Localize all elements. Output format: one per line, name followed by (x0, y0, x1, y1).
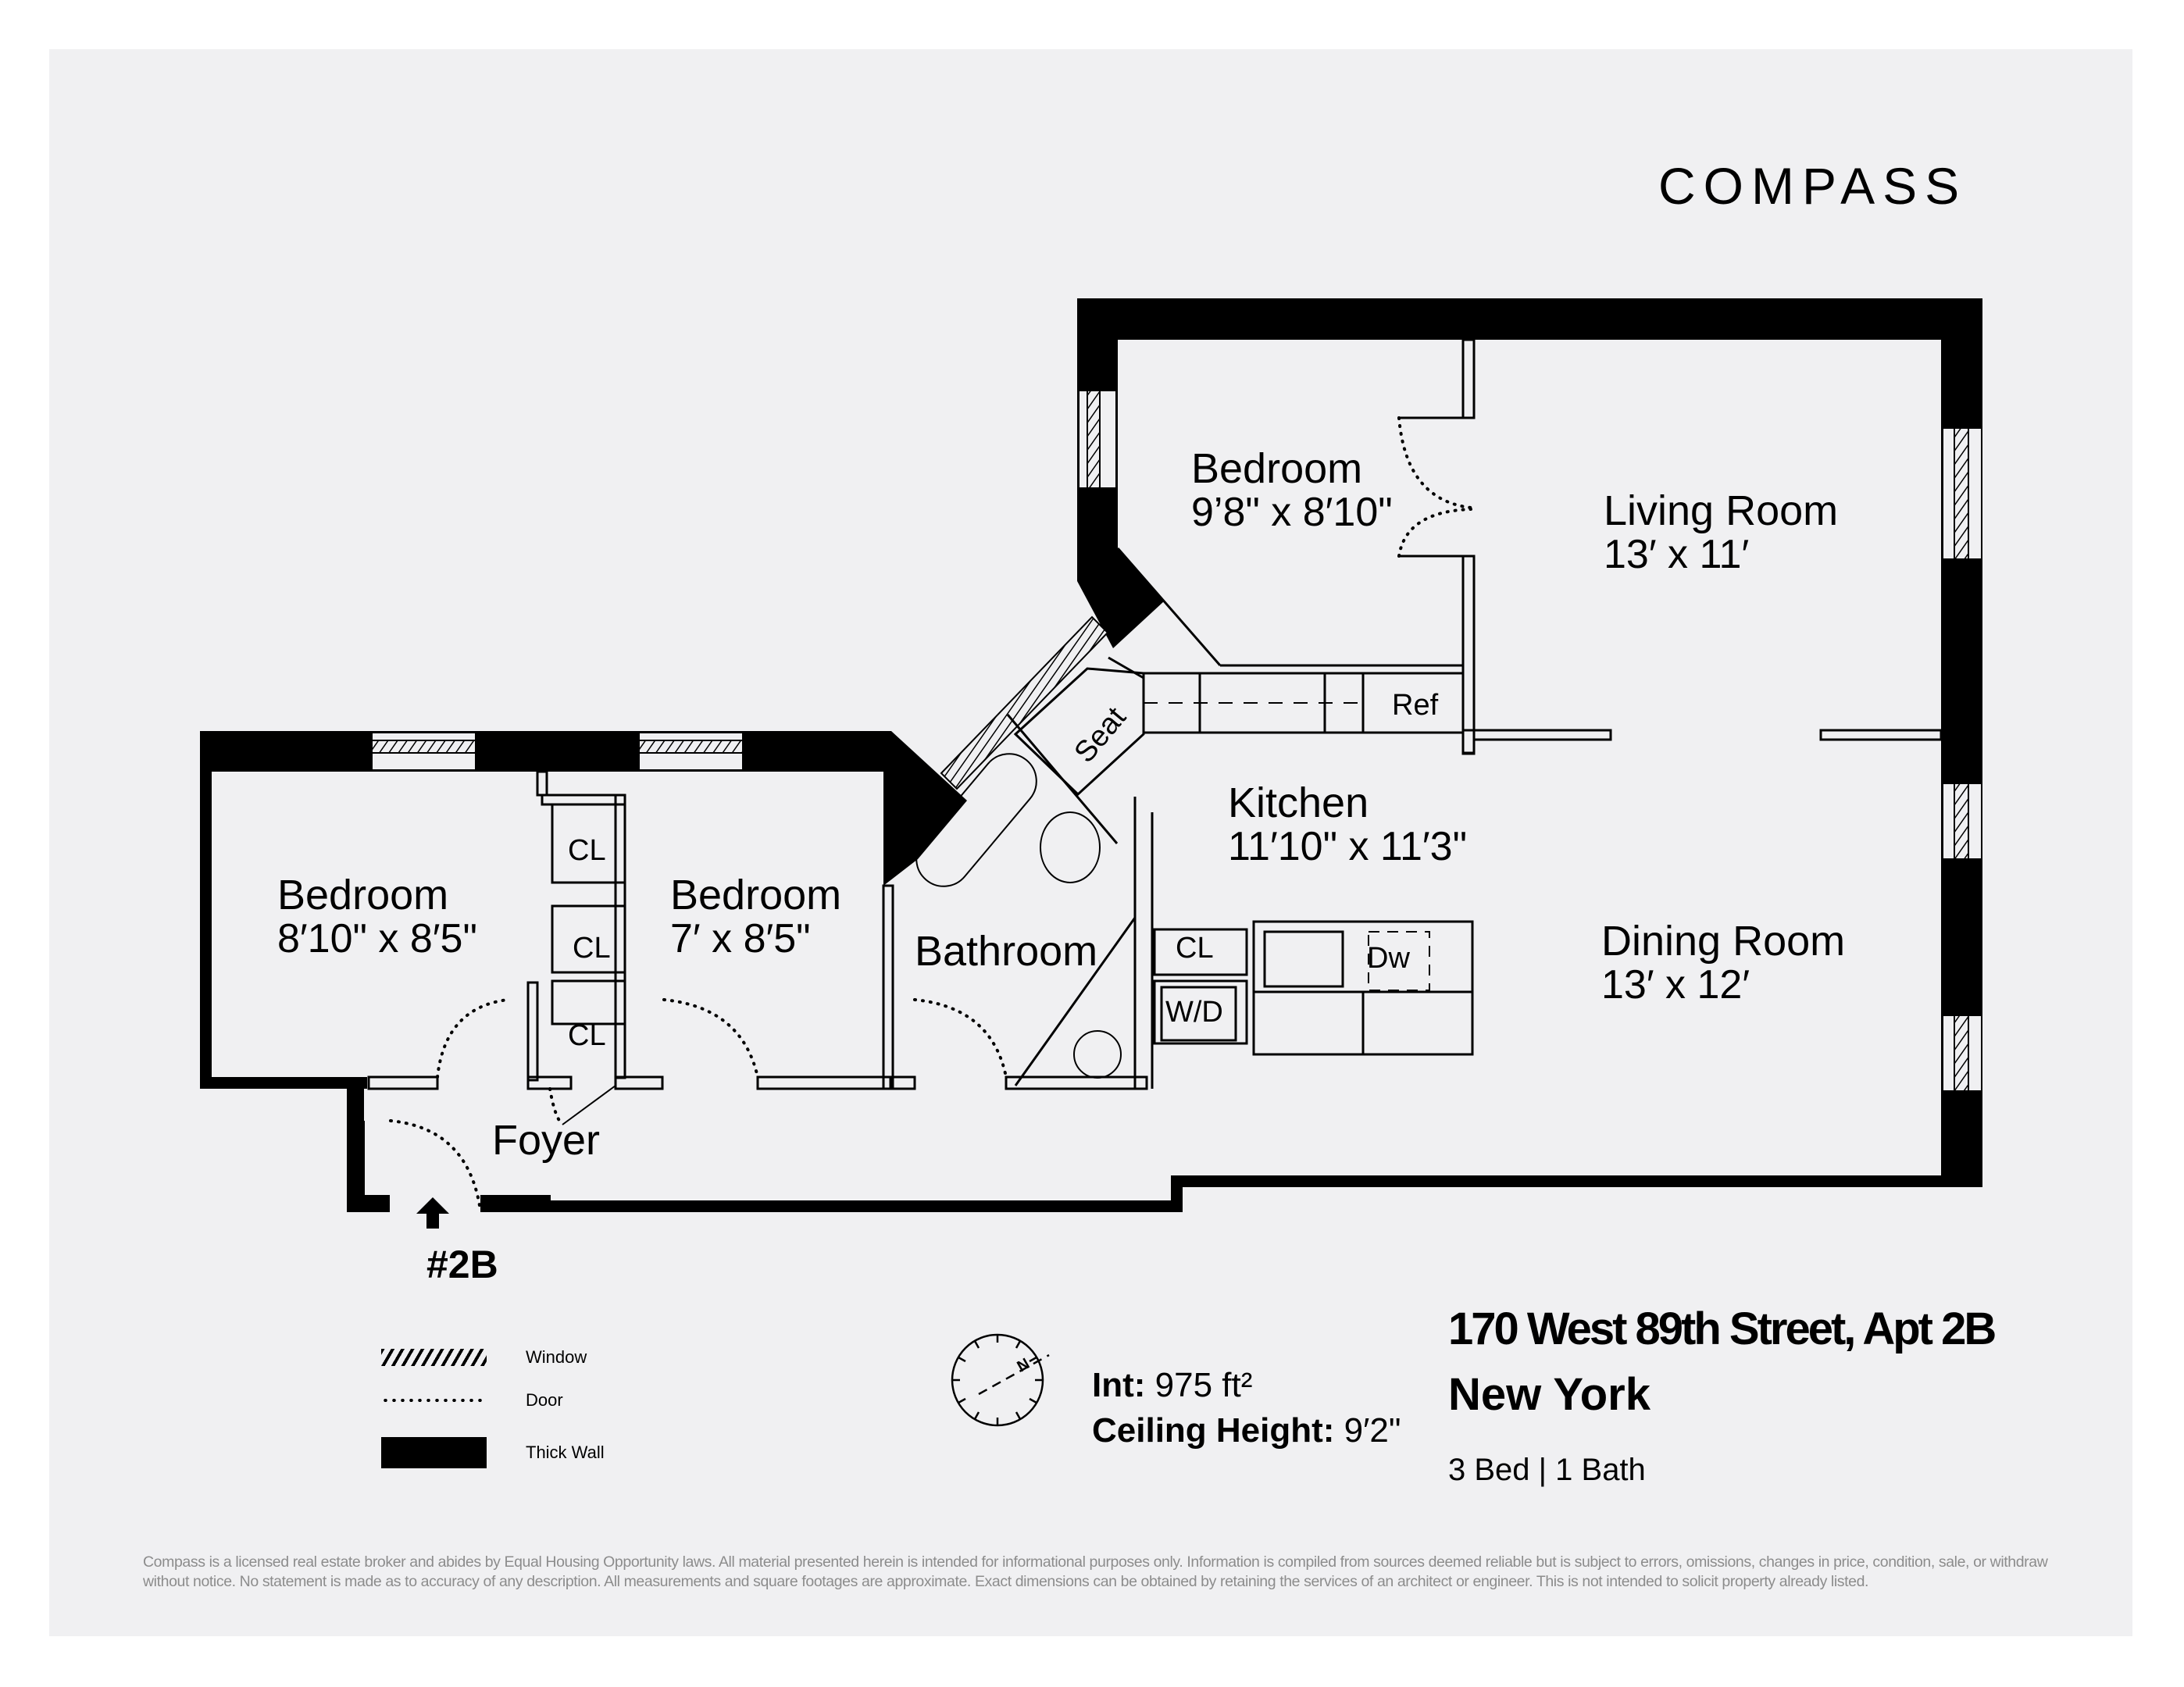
room-dimensions: 8′10" x 8′5" (277, 915, 477, 961)
compass-logo: COMPASS (1658, 157, 1968, 215)
unit-stats: Int: 975 ft² Ceiling Height: 9′2" (1092, 1363, 1401, 1453)
unit-entry-label: #2B (426, 1243, 498, 1286)
room-living-room: Living Room 13′ x 11′ (1604, 489, 1838, 576)
room-name: Bedroom (670, 872, 842, 918)
room-name: Living Room (1604, 487, 1839, 534)
ceiling-height-label: Ceiling Height: (1092, 1411, 1335, 1450)
door-swings (389, 416, 1472, 1212)
closet-label: CL (568, 834, 606, 867)
room-dimensions: 7′ x 8′5" (670, 915, 811, 961)
room-name: Kitchen (1228, 779, 1369, 826)
interior-area-label: Int: (1092, 1366, 1146, 1404)
svg-text:N: N (1015, 1355, 1033, 1375)
legend-door: Door (381, 1390, 563, 1411)
room-name: Bedroom (1191, 445, 1363, 492)
room-name: Dining Room (1601, 918, 1846, 965)
room-bedroom-left: Bedroom 8′10" x 8′5" (277, 873, 477, 960)
room-dimensions: 11′10" x 11′3" (1228, 823, 1468, 869)
interior-area-value: 975 ft² (1154, 1366, 1253, 1404)
legend-thick-wall: Thick Wall (381, 1437, 605, 1468)
room-bedroom-middle: Bedroom 7′ x 8′5" (670, 873, 841, 960)
room-dimensions: 13′ x 12′ (1601, 961, 1750, 1008)
room-name: Foyer (492, 1117, 601, 1164)
entry-arrow-icon (416, 1197, 449, 1229)
room-dimensions: 9’8" x 8′10" (1191, 489, 1393, 535)
closet-label: CL (1176, 932, 1214, 965)
door-leaves (363, 1085, 616, 1195)
room-name: Bedroom (277, 872, 449, 918)
legal-disclaimer: Compass is a licensed real estate broker… (143, 1553, 2048, 1590)
legend-label: Door (526, 1390, 563, 1410)
dishwasher-label: Dw (1367, 942, 1410, 975)
washer-dryer-label: W/D (1165, 996, 1223, 1029)
ceiling-height-value: 9′2" (1344, 1411, 1401, 1450)
room-dimensions: 13′ x 11′ (1604, 531, 1750, 577)
windows (371, 390, 1982, 1092)
north-compass-icon: N (951, 1333, 1050, 1427)
room-bedroom-upper: Bedroom 9’8" x 8′10" (1191, 447, 1393, 533)
room-name: Bathroom (915, 928, 1098, 975)
beds-baths: 3 Bed | 1 Bath (1448, 1453, 1646, 1487)
partitions (367, 338, 1943, 1090)
legend-window: Window (381, 1347, 587, 1368)
room-foyer: Foyer (492, 1118, 600, 1163)
thick-wall-swatch-icon (381, 1437, 487, 1468)
room-bathroom: Bathroom (915, 929, 1097, 974)
legend-label: Thick Wall (526, 1443, 605, 1462)
door-swatch-icon (381, 1399, 487, 1402)
window-swatch-icon (381, 1349, 487, 1366)
closet-label: CL (568, 1019, 606, 1052)
closet-label: CL (573, 932, 611, 965)
listing-address: 170 West 89th Street, Apt 2B (1448, 1304, 1997, 1354)
legend-label: Window (526, 1347, 587, 1367)
room-kitchen: Kitchen 11′10" x 11′3" (1228, 781, 1467, 868)
room-dining-room: Dining Room 13′ x 12′ (1601, 919, 1845, 1006)
refrigerator-label: Ref (1392, 689, 1439, 722)
listing-city: New York (1448, 1369, 1650, 1420)
